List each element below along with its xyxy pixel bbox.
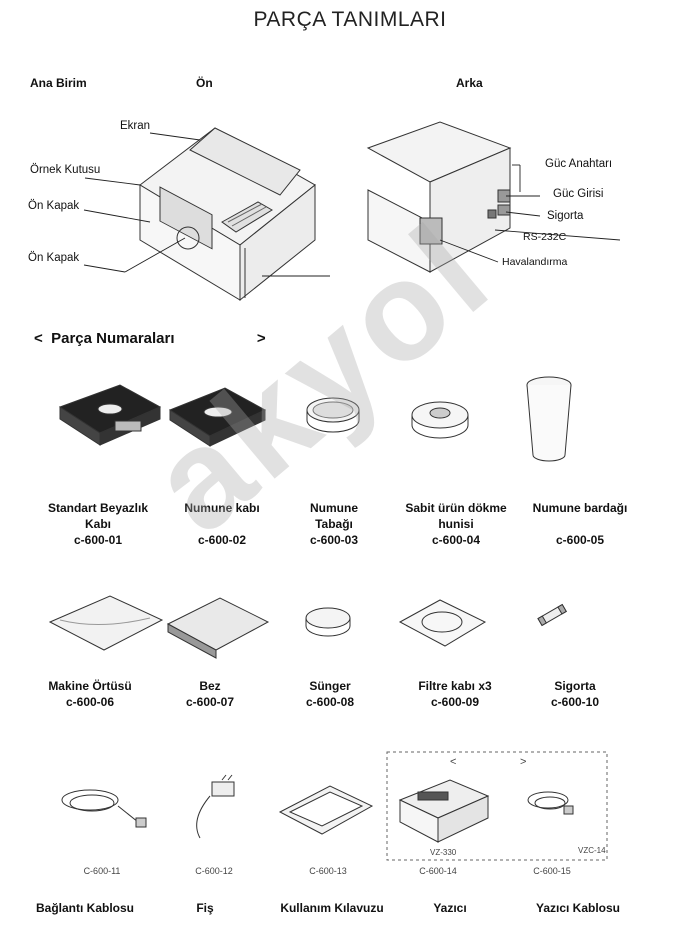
sponge-illustration (305, 607, 351, 637)
part-code: C-600-11 (83, 866, 121, 876)
callout-front-cover-1: Ön Kapak (28, 200, 80, 212)
sample-cup-glass-illustration (526, 376, 572, 462)
part-code: C-600-12 (195, 866, 233, 876)
part-caption: Numune kabı c-600-02 (172, 500, 272, 548)
callout-rs232c: RS-232C (523, 231, 567, 243)
part-name: Makine Örtüsü (48, 679, 132, 693)
part-code: c-600-06 (65, 695, 115, 709)
part-name: Numune kabı (184, 501, 260, 515)
part-caption: Makine Örtüsü c-600-06 (30, 678, 150, 710)
part-name: Sünger (309, 679, 351, 693)
part-caption: Numune bardağı c-600-05 (518, 500, 642, 548)
callout-sample-box: Örnek Kutusu (30, 164, 101, 176)
sample-cup-illustration (168, 387, 267, 447)
part-name: Numune Tabağı (310, 501, 358, 531)
filter-illustration (398, 599, 487, 647)
callout-front-cover-2: Ön Kapak (28, 252, 80, 264)
part-name: Filtre kabı x3 (418, 679, 492, 693)
part-caption: Sünger c-600-08 (290, 678, 370, 710)
back-device-illustration (366, 121, 512, 273)
part-code: c-600-01 (73, 533, 123, 547)
back-header: Arka (456, 76, 483, 90)
callout-fuse: Sigorta (547, 210, 584, 222)
manual-illustration (278, 785, 374, 835)
page-title: PARÇA TANIMLARI (253, 8, 447, 31)
part-numbers-section: < Parça Numaraları > (34, 330, 266, 347)
section-open-bracket: < (34, 330, 43, 347)
callout-ventilation: Havalandırma (502, 256, 568, 268)
printer-model: VZ-330 (430, 848, 457, 857)
callout-power-input: Güc Girisi (553, 188, 604, 200)
part-name: Numune bardağı (532, 501, 628, 515)
callout-screen: Ekran (120, 120, 151, 132)
part-name: Yazıcı (433, 901, 467, 915)
front-header: Ön (196, 76, 213, 90)
funnel-illustration (411, 401, 469, 439)
part-name: Sabit ürün dökme hunisi (405, 501, 507, 531)
front-device-illustration (139, 127, 316, 302)
printer-box-arrow-right: > (520, 756, 527, 768)
printer-box (386, 751, 608, 861)
connection-cable-illustration (61, 789, 147, 828)
callout-power-switch: Güc Anahtarı (545, 158, 613, 170)
main-unit-header: Ana Birim (30, 76, 87, 90)
part-caption: Sigorta c-600-10 (530, 678, 620, 710)
part-code: c-600-07 (185, 695, 235, 709)
part-name: Sigorta (554, 679, 596, 693)
part-name: Standart Beyazlık Kabı (47, 501, 149, 531)
printer-cable-illustration (527, 791, 574, 815)
part-code: c-600-02 (197, 533, 247, 547)
part-code: c-600-03 (309, 533, 359, 547)
part-name: Bağlantı Kablosu (35, 901, 134, 915)
part-code: c-600-10 (550, 695, 600, 709)
section-close-bracket: > (256, 330, 266, 347)
printer-illustration (398, 779, 490, 843)
cloth-illustration (166, 597, 270, 659)
plug-illustration (196, 774, 235, 839)
standard-white-cup-illustration (58, 384, 162, 446)
part-code: C-600-13 (309, 866, 347, 876)
sample-dish-illustration (306, 397, 360, 433)
printer-cable-model: VZC-14 (578, 846, 606, 855)
part-code: C-600-14 (419, 866, 457, 876)
part-caption: Sabit ürün dökme hunisi c-600-04 (395, 500, 517, 548)
part-name: Yazıcı Kablosu (535, 901, 621, 915)
section-label: Parça Numaraları (51, 330, 175, 347)
part-name: Fiş (196, 901, 214, 915)
part-name: Kullanım Kılavuzu (280, 901, 384, 915)
machine-cover-illustration (48, 595, 164, 651)
part-caption: Bez c-600-07 (170, 678, 250, 710)
part-caption: Standart Beyazlık Kabı c-600-01 (38, 500, 158, 548)
printer-box-arrow-left: < (450, 756, 457, 768)
fuse-illustration (537, 603, 567, 627)
part-caption: Filtre kabı x3 c-600-09 (400, 678, 510, 710)
part-code: c-600-08 (305, 695, 355, 709)
part-code: c-600-04 (431, 533, 481, 547)
part-code: C-600-15 (533, 866, 571, 876)
part-code: c-600-05 (555, 533, 605, 547)
part-name: Bez (199, 679, 221, 693)
part-code: c-600-09 (430, 695, 480, 709)
part-caption: Numune Tabağı c-600-03 (294, 500, 374, 548)
